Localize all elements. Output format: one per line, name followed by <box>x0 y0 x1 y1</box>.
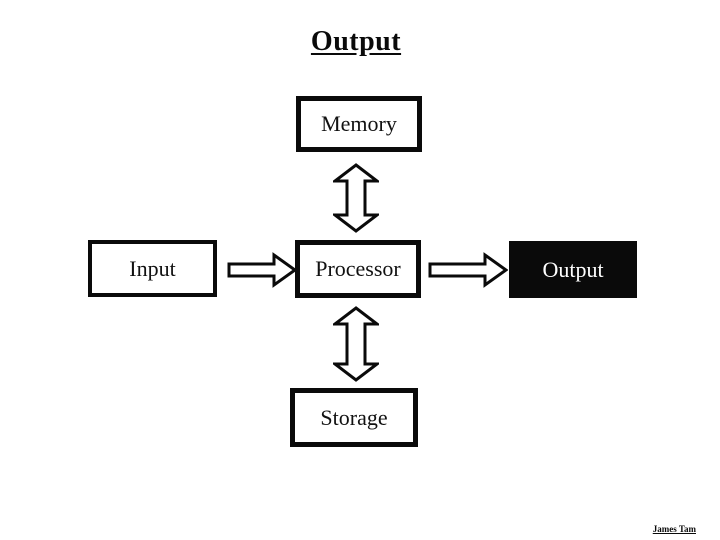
node-memory: Memory <box>296 96 422 152</box>
node-storage-label: Storage <box>320 404 388 430</box>
slide-title: Output <box>310 26 402 57</box>
node-processor: Processor <box>295 240 421 298</box>
arrow-processor-to-output-shape <box>428 252 508 288</box>
author-credit: James Tam <box>652 524 696 534</box>
double-arrow-processor-storage-shape <box>333 306 379 382</box>
node-memory-label: Memory <box>321 111 397 136</box>
double-arrow-memory-processor-shape <box>333 163 379 233</box>
arrow-processor-to-output <box>428 252 508 288</box>
node-processor-label: Processor <box>315 256 401 281</box>
arrow-input-to-processor <box>227 252 297 288</box>
node-storage: Storage <box>290 388 418 447</box>
arrow-input-to-processor-shape <box>227 252 297 288</box>
node-input: Input <box>88 240 217 297</box>
node-input-label: Input <box>129 255 176 281</box>
node-output: Output <box>509 241 637 298</box>
double-arrow-memory-processor <box>333 163 379 233</box>
node-output-label: Output <box>542 256 604 282</box>
double-arrow-processor-storage <box>333 306 379 382</box>
